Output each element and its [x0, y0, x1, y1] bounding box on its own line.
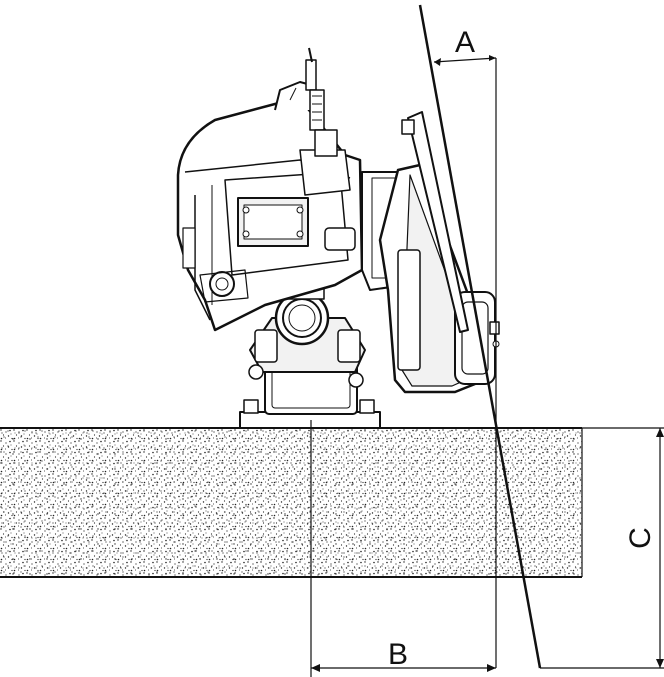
concrete-slab	[0, 427, 583, 578]
motor-housing	[176, 98, 364, 332]
rail-foot	[239, 361, 381, 429]
label-c: C	[624, 527, 657, 549]
dimension-a	[433, 55, 497, 668]
label-b: B	[388, 638, 408, 671]
dimension-b	[310, 420, 496, 677]
guard-rail	[401, 111, 469, 333]
wall-saw-machine	[176, 47, 500, 429]
hose-connectors	[305, 47, 338, 157]
dimension-c	[540, 427, 664, 669]
label-a: A	[455, 26, 475, 59]
saw-blade	[418, 4, 542, 669]
